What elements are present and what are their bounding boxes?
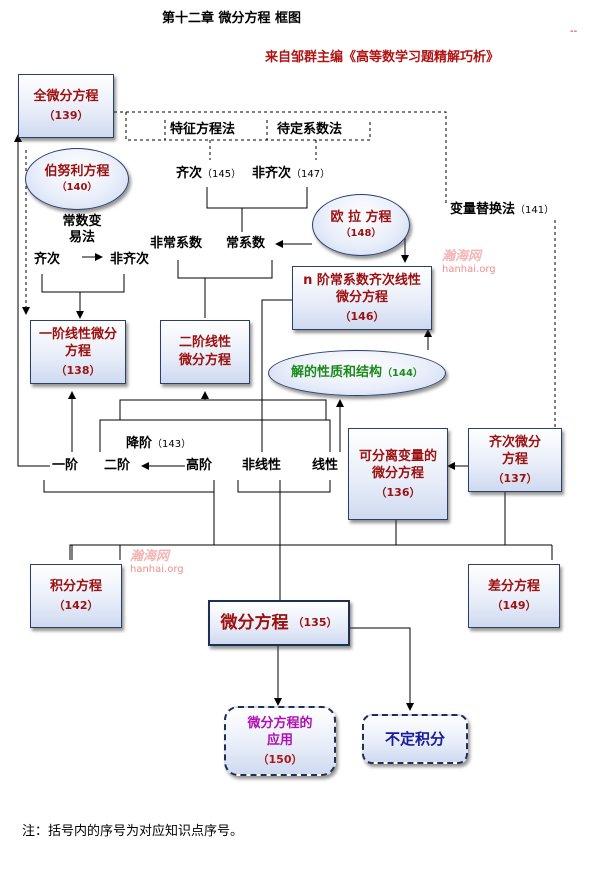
node-nth-order: n 阶常系数齐次线性微分方程 （146） [292, 266, 432, 330]
label-homog-left: 齐次 [34, 252, 61, 268]
watermark-sub: hanhai.org [442, 264, 496, 276]
label-noncoef: 非常系数 [150, 236, 203, 252]
node-separable: 可分离变量的微分方程 （136） [348, 428, 448, 520]
node-second-linear-label: 二阶线性微分方程 [178, 335, 231, 368]
node-nth-order-num: （146） [339, 309, 385, 323]
node-application-label: 微分方程的应用 [247, 715, 313, 749]
label-higher-order: 高阶 [186, 458, 213, 474]
node-euler-label: 欧 拉 方程 [330, 209, 392, 225]
node-bernoulli: 伯努利方程 （140） [25, 148, 129, 210]
node-first-linear: 一阶线性微分方程 （138） [30, 320, 126, 384]
node-difference-eq-num: （149） [491, 598, 537, 612]
watermark-sub: hanhai.org [130, 564, 184, 576]
node-indefinite-label: 不定积分 [384, 729, 445, 748]
label-first-order: 一阶 [52, 458, 79, 474]
node-homog-de-num: （137） [492, 471, 538, 485]
node-separable-num: （136） [375, 485, 421, 499]
node-first-linear-num: （138） [55, 363, 101, 377]
node-solution-props: 解的性质和结构（144） [268, 350, 446, 396]
node-euler-num: （148） [340, 228, 382, 240]
node-full-de: 全微分方程 （139） [18, 74, 114, 138]
node-separable-label: 可分离变量的微分方程 [358, 448, 437, 482]
watermark-text: 瀚海网 [442, 249, 482, 264]
footer-note: 注：括号内的序号为对应知识点序号。 [22, 824, 244, 839]
label-char-method: 特征方程法 [170, 122, 236, 138]
label-nonhomogeneous-147-num: （147） [291, 169, 331, 180]
label-nonhomogeneous-147: 非齐次（147） [252, 166, 331, 182]
node-full-de-num: （139） [43, 108, 89, 122]
node-indefinite: 不定积分 [362, 714, 468, 764]
node-solution-props-label: 解的性质和结构 [291, 364, 383, 380]
corner-mark: -- [570, 26, 578, 37]
label-second-order: 二阶 [104, 458, 131, 474]
label-undetermined: 待定系数法 [277, 122, 343, 138]
node-solution-props-num: （144） [382, 367, 423, 379]
node-bernoulli-label: 伯努利方程 [44, 163, 110, 179]
label-var-sub-num: （141） [515, 205, 555, 216]
label-nonhomogeneous-147-text: 非齐次 [252, 166, 292, 181]
label-nonlinear: 非线性 [242, 458, 282, 474]
label-linear: 线性 [312, 458, 339, 474]
node-euler: 欧 拉 方程 （148） [312, 194, 410, 256]
watermark: 瀚海网 hanhai.org [130, 549, 184, 576]
node-integral-eq-num: （142） [53, 598, 99, 612]
node-full-de-label: 全微分方程 [33, 89, 99, 105]
label-reduce-order-text: 降阶 [126, 436, 153, 451]
label-homogeneous-145-num: （145） [202, 169, 242, 180]
label-var-sub-text: 变量替换法 [450, 202, 516, 217]
node-homog-de: 齐次微分方程 （137） [468, 428, 562, 492]
label-reduce-order-num: （143） [152, 439, 192, 450]
node-application-num: （150） [257, 752, 303, 766]
watermark-text: 瀚海网 [130, 549, 170, 564]
node-integral-eq: 积分方程 （142） [30, 564, 122, 628]
label-nonhomog-left: 非齐次 [110, 252, 150, 268]
label-homogeneous-145-text: 齐次 [176, 166, 203, 181]
node-difference-eq-label: 差分方程 [487, 579, 540, 595]
node-nth-order-label: n 阶常系数齐次线性微分方程 [303, 272, 421, 306]
label-reduce-order: 降阶（143） [126, 436, 192, 452]
node-difference-eq: 差分方程 （149） [468, 564, 560, 628]
label-homogeneous-145: 齐次（145） [176, 166, 242, 182]
node-homog-de-label: 齐次微分方程 [488, 434, 541, 468]
label-var-sub: 变量替换法（141） [450, 202, 555, 218]
node-main-de: 微分方程 （135） [208, 600, 350, 646]
node-first-linear-label: 一阶线性微分方程 [38, 326, 117, 360]
node-integral-eq-label: 积分方程 [49, 579, 102, 595]
label-const-var: 常数变易法 [62, 214, 102, 246]
node-application: 微分方程的应用 （150） [224, 706, 336, 776]
label-constcoef: 常系数 [226, 236, 266, 252]
node-main-de-label: 微分方程 [220, 612, 289, 633]
node-second-linear: 二阶线性微分方程 [160, 320, 250, 384]
page-title: 第十二章 微分方程 框图 [162, 11, 302, 26]
watermark: 瀚海网 hanhai.org [442, 249, 496, 276]
source-caption: 来自邹群主编《高等数学习题精解巧析》 [265, 50, 500, 65]
node-bernoulli-num: （140） [56, 182, 98, 194]
node-main-de-num: （135） [292, 615, 338, 629]
